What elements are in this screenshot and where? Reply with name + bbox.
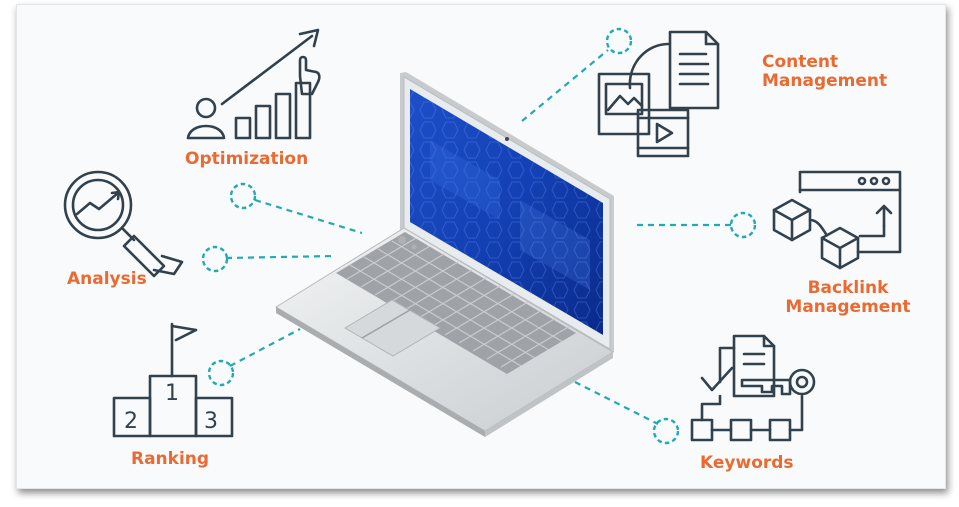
- power-button: [398, 236, 406, 244]
- label-backlink-line2: Management: [785, 297, 911, 317]
- label-keywords: Keywords: [700, 453, 794, 473]
- label-backlink-line1: Backlink: [807, 278, 889, 298]
- growth-chart-icon: [186, 28, 321, 140]
- content-documents-icon: [597, 30, 720, 158]
- label-analysis: Analysis: [67, 269, 147, 289]
- podium-flag-icon: [112, 322, 234, 438]
- label-ranking: Ranking: [131, 449, 210, 469]
- connector-lines: [225, 49, 732, 425]
- keyword-document-key-icon: [690, 334, 816, 442]
- trackpad: [344, 299, 441, 357]
- magnifier-trend-icon: [63, 170, 184, 278]
- podium-second-number: 2: [124, 409, 138, 434]
- podium-first-number: 1: [165, 381, 179, 406]
- label-backlink: Backlink Management: [784, 279, 912, 317]
- label-content: Content Management: [762, 53, 887, 91]
- label-content-line2: Management: [762, 71, 888, 91]
- laptop-screen: [410, 89, 603, 335]
- label-optimization: Optimization: [185, 149, 309, 169]
- podium-third-number: 3: [204, 409, 218, 434]
- connector-nodes: [201, 27, 757, 445]
- backlink-browser-icon: [772, 170, 902, 270]
- webcam-icon: [505, 137, 509, 141]
- label-content-line1: Content: [762, 52, 839, 72]
- laptop-illustration: [275, 72, 614, 437]
- keyboard: [336, 232, 576, 374]
